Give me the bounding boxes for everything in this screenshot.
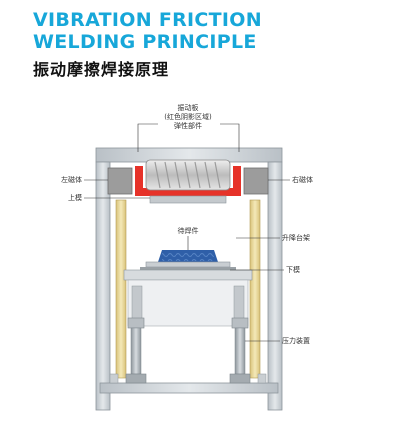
pressure-device-label: 压力装置 [282, 336, 310, 345]
page-title: VIBRATION FRICTION WELDING PRINCIPLE [33, 9, 262, 53]
leader-lines [84, 123, 290, 342]
lower-mold-label: 下模 [286, 265, 300, 274]
left-magnet [107, 167, 133, 195]
left-magnet-label: 左磁体 [61, 175, 82, 184]
vibration-plate-note: (红色阴影区域) [164, 112, 212, 121]
right-magnet-label: 右磁体 [292, 175, 313, 184]
right-magnet [243, 167, 269, 195]
page-subtitle: 振动摩擦焊接原理 [33, 60, 170, 79]
lower-mold [140, 261, 236, 270]
elastic-component-label: 弹性部件 [174, 121, 202, 130]
lift-table-label: 升降台架 [282, 233, 310, 242]
title-line-2: WELDING PRINCIPLE [33, 31, 257, 53]
workpiece-label: 待焊件 [178, 226, 199, 235]
elastic-component [145, 159, 231, 191]
upper-mold [149, 195, 227, 204]
pressure-device [109, 317, 267, 384]
workpiece [158, 250, 218, 262]
title-line-1: VIBRATION FRICTION [33, 9, 262, 31]
vibration-plate [135, 166, 241, 196]
upper-mold-label: 上模 [68, 193, 82, 202]
left-guide-column [115, 199, 127, 379]
vibration-plate-label: 振动板 [178, 103, 199, 112]
lift-table [123, 269, 253, 327]
right-guide-column [249, 199, 261, 379]
machine-frame [95, 147, 283, 411]
